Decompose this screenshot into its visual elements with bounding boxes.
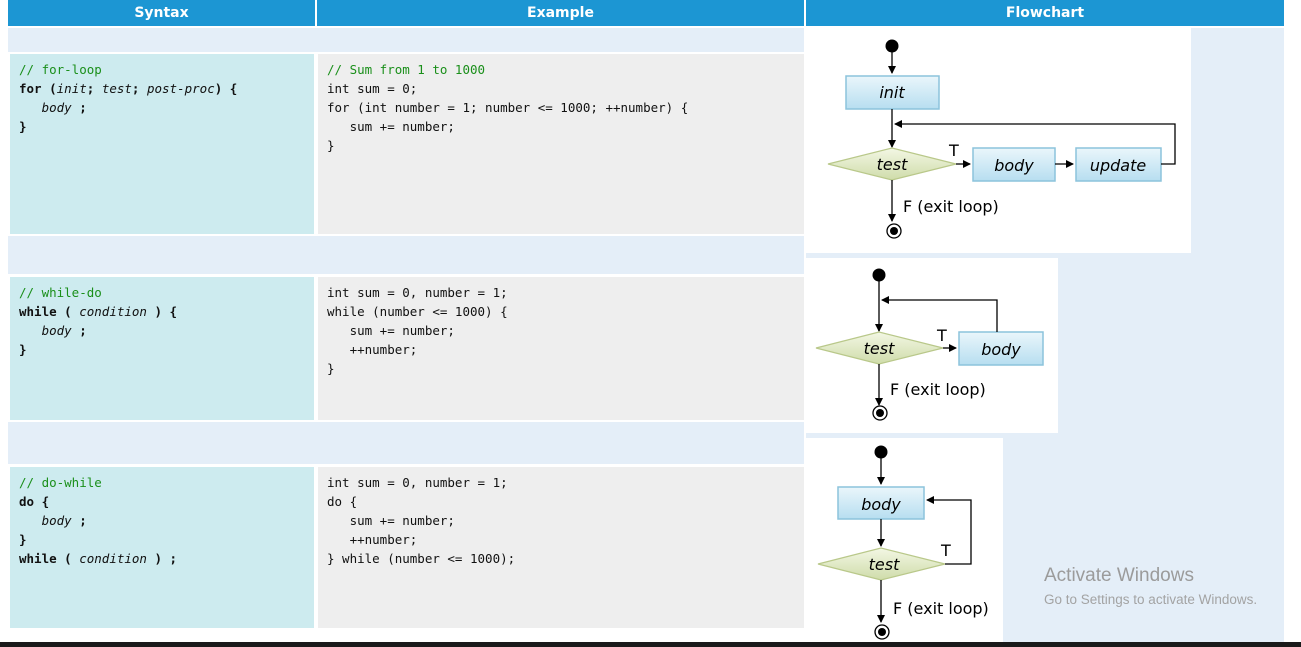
syntax-cell-do-while: // do-while do { body ; } while ( condit…	[10, 467, 314, 628]
start-node	[872, 268, 886, 282]
true-label: T	[940, 541, 951, 560]
code-line: int sum = 0, number = 1;	[327, 475, 508, 490]
body-placeholder: body	[41, 323, 72, 338]
spacer-row	[8, 422, 804, 464]
punct: ;	[71, 323, 87, 338]
keyword: while	[19, 304, 57, 319]
example-cell-for: // Sum from 1 to 1000 int sum = 0; for (…	[318, 54, 804, 234]
example-cell-do-while: int sum = 0, number = 1; do { sum += num…	[318, 467, 804, 628]
flowchart-do-while: body test T F (exit loop)	[806, 438, 1003, 642]
punct: {	[34, 494, 50, 509]
false-label: F (exit loop)	[890, 380, 986, 399]
flowchart-panel	[806, 28, 1191, 253]
code-line: int sum = 0;	[327, 81, 418, 96]
body-placeholder: body	[41, 513, 72, 528]
punct: (	[56, 551, 80, 566]
punct: ;	[71, 513, 87, 528]
punct: ;	[131, 81, 147, 96]
body-box	[972, 147, 1056, 182]
code-line: ++number;	[327, 342, 418, 357]
param: post-proc	[146, 81, 215, 96]
code-line: }	[327, 138, 335, 153]
example-comment: // Sum from 1 to 1000	[327, 62, 486, 77]
body-label: body	[861, 495, 901, 514]
watermark-title: Activate Windows	[1044, 565, 1194, 586]
start-node	[885, 39, 899, 53]
true-label: T	[948, 141, 959, 160]
code-line: } while (number <= 1000);	[327, 551, 516, 566]
code-line: ++number;	[327, 532, 418, 547]
code-line: sum += number;	[327, 323, 455, 338]
false-label: F (exit loop)	[903, 197, 999, 216]
param: init	[56, 81, 87, 96]
header-flowchart: Flowchart	[806, 0, 1284, 26]
param: test	[101, 81, 132, 96]
keyword: for	[19, 81, 42, 96]
code-line: for (int number = 1; number <= 1000; ++n…	[327, 100, 689, 115]
punct: }	[19, 119, 27, 134]
header-syntax: Syntax	[8, 0, 315, 26]
syntax-cell-for: // for-loop for (init; test; post-proc) …	[10, 54, 314, 234]
punct: ) {	[214, 81, 238, 96]
body-box	[958, 331, 1044, 366]
test-label: test	[864, 339, 895, 358]
start-node	[874, 445, 888, 459]
punct: (	[56, 304, 80, 319]
punct: }	[19, 532, 27, 547]
true-label: T	[936, 326, 947, 345]
syntax-comment: // for-loop	[19, 62, 102, 77]
body-label: body	[994, 156, 1034, 175]
example-cell-while: int sum = 0, number = 1; while (number <…	[318, 277, 804, 420]
punct: ) ;	[146, 551, 178, 566]
update-label: update	[1090, 156, 1147, 175]
flowchart-for: init test T body update F (exit loop)	[806, 28, 1191, 253]
punct: ;	[86, 81, 102, 96]
syntax-cell-while: // while-do while ( condition ) { body ;…	[10, 277, 314, 420]
false-label: F (exit loop)	[893, 599, 989, 618]
syntax-comment: // while-do	[19, 285, 102, 300]
update-box	[1075, 147, 1162, 182]
keyword: do	[19, 494, 35, 509]
param: condition	[79, 551, 147, 566]
test-label: test	[877, 155, 908, 174]
syntax-comment: // do-while	[19, 475, 102, 490]
body-box	[837, 486, 925, 520]
flowchart-panel	[806, 438, 1003, 642]
taskbar	[0, 642, 1301, 647]
punct: ;	[71, 100, 87, 115]
code-line: do {	[327, 494, 358, 509]
init-label: init	[879, 83, 905, 102]
punct: (	[41, 81, 57, 96]
spacer-row	[8, 236, 804, 274]
init-box	[845, 75, 940, 110]
code-line: int sum = 0, number = 1;	[327, 285, 508, 300]
punct: }	[19, 342, 27, 357]
header-example: Example	[317, 0, 804, 26]
flowchart-while: test T body F (exit loop)	[806, 258, 1058, 433]
body-placeholder: body	[41, 100, 72, 115]
watermark-subtitle: Go to Settings to activate Windows.	[1044, 592, 1258, 607]
code-line: while (number <= 1000) {	[327, 304, 508, 319]
punct: ) {	[146, 304, 178, 319]
spacer-row	[8, 28, 804, 52]
body-label: body	[981, 340, 1021, 359]
test-label: test	[869, 555, 900, 574]
code-line: sum += number;	[327, 513, 455, 528]
code-line: }	[327, 361, 335, 376]
param: condition	[79, 304, 147, 319]
keyword: while	[19, 551, 57, 566]
code-line: sum += number;	[327, 119, 455, 134]
